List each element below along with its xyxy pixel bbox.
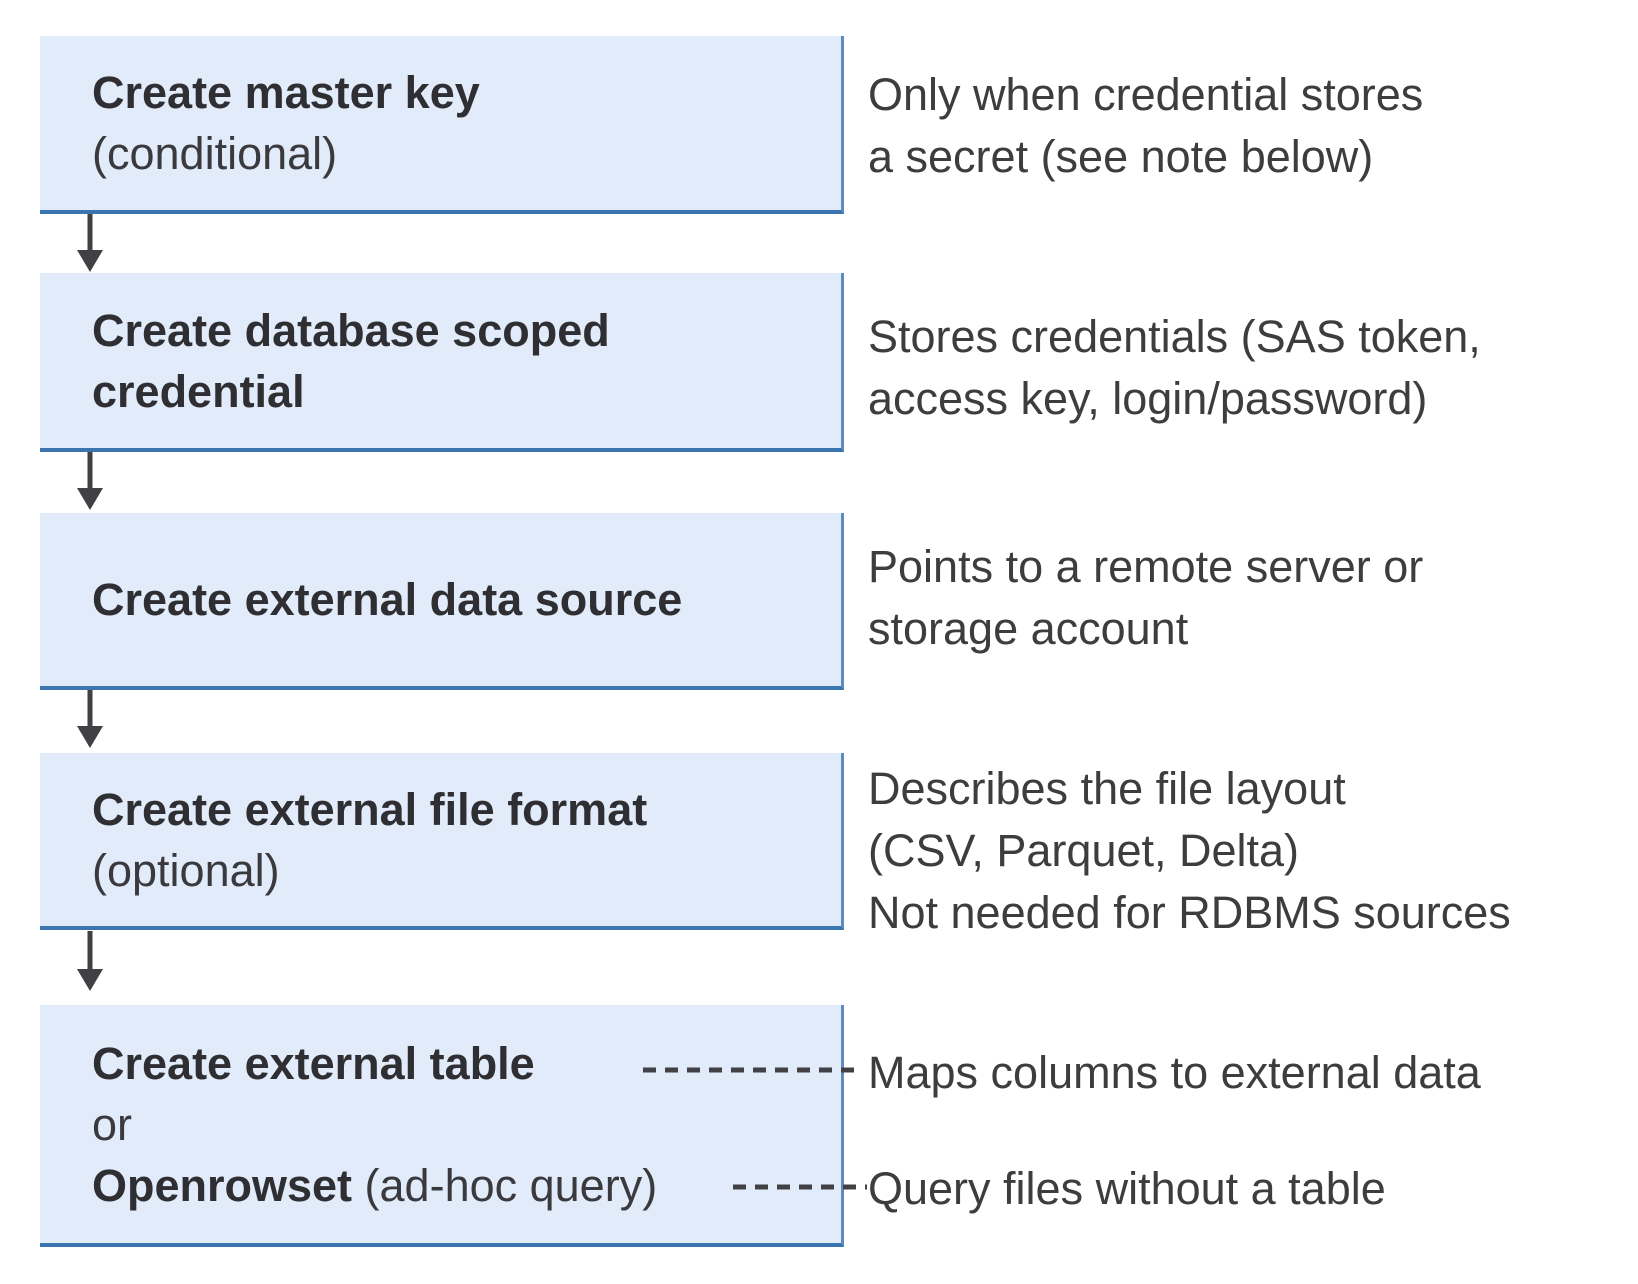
- arrow-down-icon: [77, 931, 103, 991]
- box-title-openrowset: Openrowset (ad-hoc query): [92, 1155, 841, 1216]
- note-line: Describes the file layout: [868, 763, 1346, 814]
- note-line: Maps columns to external data: [868, 1047, 1481, 1098]
- note-external-data-source: Points to a remote server or storage acc…: [868, 536, 1423, 660]
- box-title: Create external data source: [92, 574, 683, 625]
- note-database-scoped-credential: Stores credentials (SAS token, access ke…: [868, 306, 1481, 430]
- step-box-create-external-data-source: Create external data source: [40, 513, 844, 690]
- note-line: a secret (see note below): [868, 131, 1374, 182]
- step-box-create-external-file-format: Create external file format (optional): [40, 753, 844, 930]
- arrow-down-icon: [77, 690, 103, 748]
- step-box-create-master-key: Create master key (conditional): [40, 36, 844, 214]
- note-external-table: Maps columns to external data: [868, 1042, 1481, 1104]
- arrow-down-icon: [77, 214, 103, 272]
- note-line: Stores credentials (SAS token,: [868, 311, 1481, 362]
- note-line: (CSV, Parquet, Delta): [868, 825, 1300, 876]
- arrow-down-icon: [77, 452, 103, 510]
- box-title: Create master key: [92, 67, 480, 118]
- box-title: Create external file format: [92, 783, 648, 835]
- step-box-create-database-scoped-credential: Create database scoped credential: [40, 273, 844, 452]
- dashed-connector: [733, 1184, 867, 1190]
- box-title: credential: [92, 365, 305, 417]
- box-or-label: or: [92, 1098, 133, 1150]
- note-line: Points to a remote server or: [868, 541, 1424, 592]
- note-master-key: Only when credential stores a secret (se…: [868, 64, 1423, 188]
- note-line: Only when credential stores: [868, 69, 1424, 120]
- note-line: access key, login/password): [868, 373, 1428, 424]
- step-box-create-external-table-or-openrowset: Create external table or Openrowset (ad-…: [40, 1005, 844, 1247]
- dashed-connector: [643, 1067, 863, 1073]
- note-openrowset: Query files without a table: [868, 1158, 1386, 1220]
- box-title: Create database scoped: [92, 304, 610, 356]
- box-subtitle: (ad-hoc query): [352, 1159, 658, 1211]
- note-line: storage account: [868, 603, 1189, 654]
- note-line: Query files without a table: [868, 1163, 1386, 1214]
- box-subtitle: (optional): [92, 844, 280, 896]
- box-title: Openrowset: [92, 1159, 353, 1211]
- box-title: Create external table: [92, 1037, 535, 1089]
- note-external-file-format: Describes the file layout (CSV, Parquet,…: [868, 758, 1511, 944]
- note-line: Not needed for RDBMS sources: [868, 887, 1511, 938]
- box-subtitle: (conditional): [92, 128, 338, 179]
